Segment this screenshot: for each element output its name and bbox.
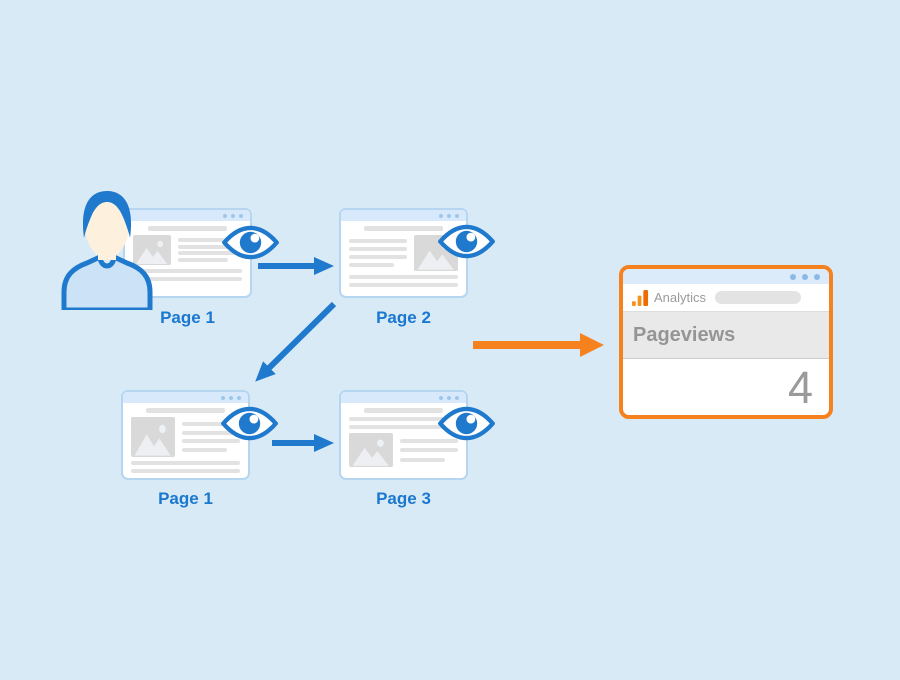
skeleton-heading xyxy=(364,226,443,231)
metric-value-row: 4 xyxy=(623,359,829,415)
browser-window-page1-b xyxy=(121,390,250,480)
window-dot-icon xyxy=(814,273,820,280)
image-placeholder-icon xyxy=(133,235,171,265)
skeleton-line xyxy=(349,425,458,429)
skeleton-heading xyxy=(146,408,225,413)
analytics-titlebar xyxy=(623,269,829,284)
window-titlebar xyxy=(125,210,250,221)
metric-value: 4 xyxy=(787,361,813,413)
window-dot-icon xyxy=(447,213,451,218)
skeleton-line xyxy=(131,469,240,473)
image-placeholder-icon xyxy=(349,433,393,467)
eye-icon xyxy=(437,224,496,259)
window-dot-icon xyxy=(239,213,243,218)
skeleton-line xyxy=(178,244,242,249)
analytics-window: Analytics Pageviews 4 xyxy=(619,265,833,419)
window-content-skeleton xyxy=(341,403,466,472)
skeleton-line xyxy=(349,263,395,267)
window-dot-icon xyxy=(223,213,227,218)
window-dot-icon xyxy=(790,273,796,280)
skeleton-line xyxy=(400,448,458,452)
metric-header-row: Pageviews xyxy=(623,311,829,359)
skeleton-line xyxy=(178,258,228,263)
analytics-header: Analytics xyxy=(623,284,829,311)
skeleton-line xyxy=(131,461,240,465)
skeleton-heading xyxy=(148,226,227,231)
page-label: Page 2 xyxy=(376,308,431,327)
metric-label: Pageviews xyxy=(633,323,736,346)
window-content-skeleton xyxy=(125,221,250,286)
skeleton-line xyxy=(133,269,242,273)
arrow-page2-to-page1-icon xyxy=(255,301,337,382)
window-dot-icon xyxy=(439,395,443,400)
skeleton-line xyxy=(182,430,240,435)
window-dot-icon xyxy=(229,395,233,400)
page-label: Page 1 xyxy=(158,489,213,508)
window-dot-icon xyxy=(231,213,235,218)
skeleton-line xyxy=(400,457,446,462)
skeleton-line xyxy=(182,448,228,453)
window-dot-icon xyxy=(447,395,451,400)
skeleton-line xyxy=(349,417,458,421)
skeleton-line xyxy=(349,283,458,287)
skeleton-line xyxy=(182,421,240,426)
window-content-skeleton xyxy=(123,403,248,478)
skeleton-line xyxy=(178,237,242,242)
window-dot-icon xyxy=(455,213,459,218)
window-titlebar xyxy=(341,210,466,221)
analytics-app-name: Analytics xyxy=(654,290,707,305)
skeleton-line xyxy=(349,275,458,279)
page-label: Page 3 xyxy=(376,489,431,508)
eye-icon xyxy=(437,406,496,441)
window-titlebar xyxy=(341,392,466,403)
window-dot-icon xyxy=(802,273,808,280)
window-dot-icon xyxy=(439,213,443,218)
user-icon xyxy=(61,191,153,310)
bar-chart-icon xyxy=(632,289,649,306)
skeleton-line xyxy=(349,239,407,243)
window-titlebar xyxy=(123,392,248,403)
window-dot-icon xyxy=(221,395,225,400)
window-dot-icon xyxy=(455,395,459,400)
eye-icon xyxy=(221,225,280,260)
blurred-url-pill xyxy=(715,291,802,304)
skeleton-heading xyxy=(364,408,443,413)
browser-window-page3 xyxy=(339,390,468,480)
skeleton-line xyxy=(182,439,240,444)
skeleton-line xyxy=(349,247,407,251)
skeleton-line xyxy=(400,438,458,443)
skeleton-line xyxy=(178,251,242,256)
skeleton-line xyxy=(133,277,242,281)
window-dot-icon xyxy=(237,395,241,400)
eye-icon xyxy=(220,406,279,441)
image-placeholder-icon xyxy=(131,417,175,457)
browser-window-page1-a xyxy=(123,208,252,298)
page-label: Page 1 xyxy=(160,308,215,327)
skeleton-line xyxy=(349,255,407,259)
